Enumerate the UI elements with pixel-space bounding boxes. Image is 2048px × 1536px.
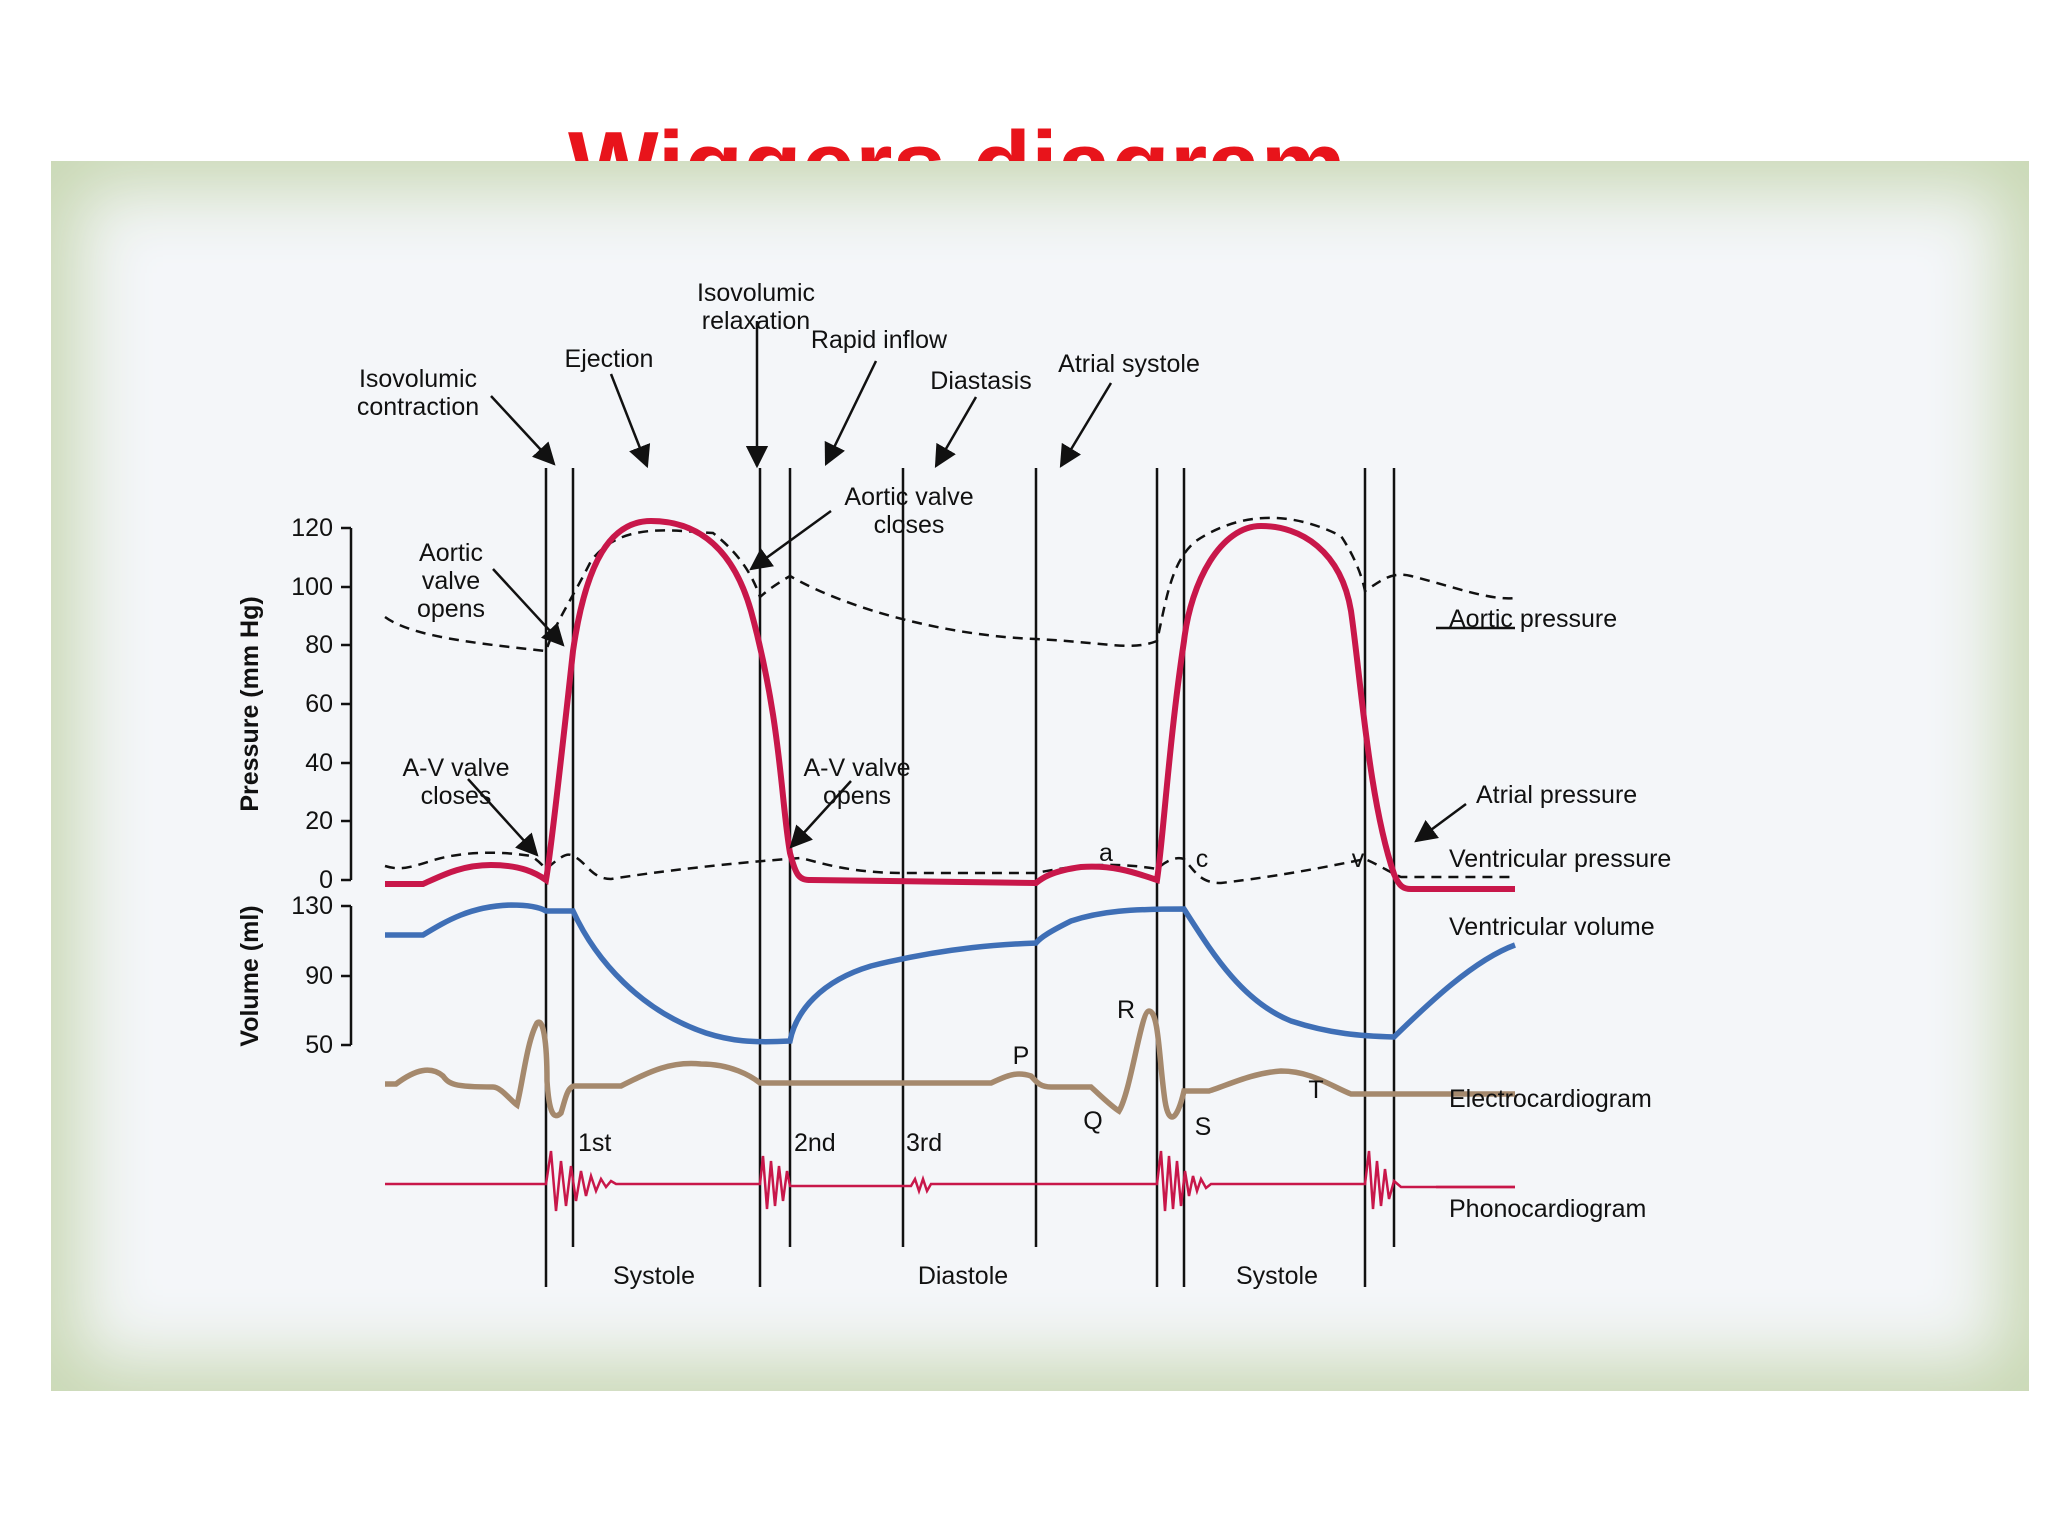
series-label-ventricular-volume: Ventricular volume bbox=[1449, 913, 1655, 941]
volume-axis bbox=[341, 904, 353, 1047]
arrow-aortic-valve-closes bbox=[749, 509, 832, 571]
period-label: Systole bbox=[1236, 1262, 1318, 1290]
heart-sound-label: 3rd bbox=[906, 1129, 942, 1157]
arrow-isovolumic-contraction bbox=[490, 395, 556, 466]
phase-label: Diastasis bbox=[930, 367, 1031, 395]
ecg-label: R bbox=[1117, 996, 1135, 1024]
annotation-arrows bbox=[467, 321, 1467, 857]
volume-tick-label: 50 bbox=[305, 1031, 333, 1059]
pressure-tick-label: 80 bbox=[305, 631, 333, 659]
pressure-tick-label: 20 bbox=[305, 807, 333, 835]
series-label-ventricular-pressure: Ventricular pressure bbox=[1449, 845, 1671, 873]
arrow-diastasis bbox=[934, 396, 978, 468]
arrow-atrial-pressure bbox=[1414, 802, 1467, 843]
electrocardiogram-curve bbox=[385, 1008, 1515, 1120]
pressure-tick-label: 60 bbox=[305, 690, 333, 718]
ventricular-volume-curve bbox=[385, 902, 1516, 1045]
wiggers-diagram: 120 100 80 60 40 20 0 130 90 50 Pressure… bbox=[236, 279, 1671, 1290]
period-label: Diastole bbox=[918, 1262, 1008, 1290]
ecg-label: P bbox=[1013, 1042, 1030, 1070]
atrial-wave-label: c bbox=[1196, 845, 1209, 873]
series-label-atrial-pressure: Atrial pressure bbox=[1476, 781, 1637, 809]
arrow-av-valve-opens bbox=[789, 780, 852, 849]
atrial-pressure-curve bbox=[384, 851, 1515, 885]
atrial-wave-label: a bbox=[1099, 839, 1113, 867]
pressure-tick-label: 0 bbox=[319, 866, 333, 894]
heart-sound-label: 2nd bbox=[794, 1129, 836, 1157]
pressure-tick-label: 120 bbox=[291, 514, 333, 542]
phonocardiogram-trace bbox=[385, 1150, 1515, 1212]
period-label: Systole bbox=[613, 1262, 695, 1290]
volume-tick-label: 90 bbox=[305, 962, 333, 990]
arrow-rapid-inflow bbox=[824, 360, 878, 467]
pressure-axis bbox=[341, 526, 353, 882]
phase-label: Ejection bbox=[565, 345, 654, 373]
atrial-wave-label: v bbox=[1352, 845, 1365, 873]
pressure-tick-label: 40 bbox=[305, 749, 333, 777]
arrow-atrial-systole bbox=[1059, 382, 1113, 468]
phase-label: Rapid inflow bbox=[811, 326, 948, 354]
phase-label: Atrial systole bbox=[1058, 350, 1200, 378]
series-label-phonocardiogram: Phonocardiogram bbox=[1449, 1195, 1646, 1223]
ecg-label: T bbox=[1308, 1076, 1323, 1104]
heart-sound-label: 1st bbox=[578, 1129, 611, 1157]
volume-axis-label: Volume (ml) bbox=[236, 905, 264, 1046]
phase-lines bbox=[544, 468, 1396, 1287]
pressure-axis-label: Pressure (mm Hg) bbox=[236, 596, 264, 811]
figure-frame: 120 100 80 60 40 20 0 130 90 50 Pressure… bbox=[51, 161, 2029, 1391]
ecg-label: S bbox=[1195, 1113, 1212, 1141]
series-legend-leaders bbox=[1436, 626, 1515, 1189]
ecg-label: Q bbox=[1083, 1107, 1102, 1135]
arrow-ejection bbox=[609, 373, 651, 469]
arrow-aortic-valve-opens bbox=[492, 568, 565, 647]
aortic-pressure-curve bbox=[384, 516, 1516, 653]
pressure-tick-label: 100 bbox=[291, 573, 333, 601]
volume-tick-label: 130 bbox=[291, 892, 333, 920]
arrow-av-valve-closes bbox=[467, 778, 539, 857]
ventricular-pressure-curve bbox=[385, 517, 1515, 892]
series-label-electrocardiogram: Electrocardiogram bbox=[1449, 1085, 1652, 1113]
